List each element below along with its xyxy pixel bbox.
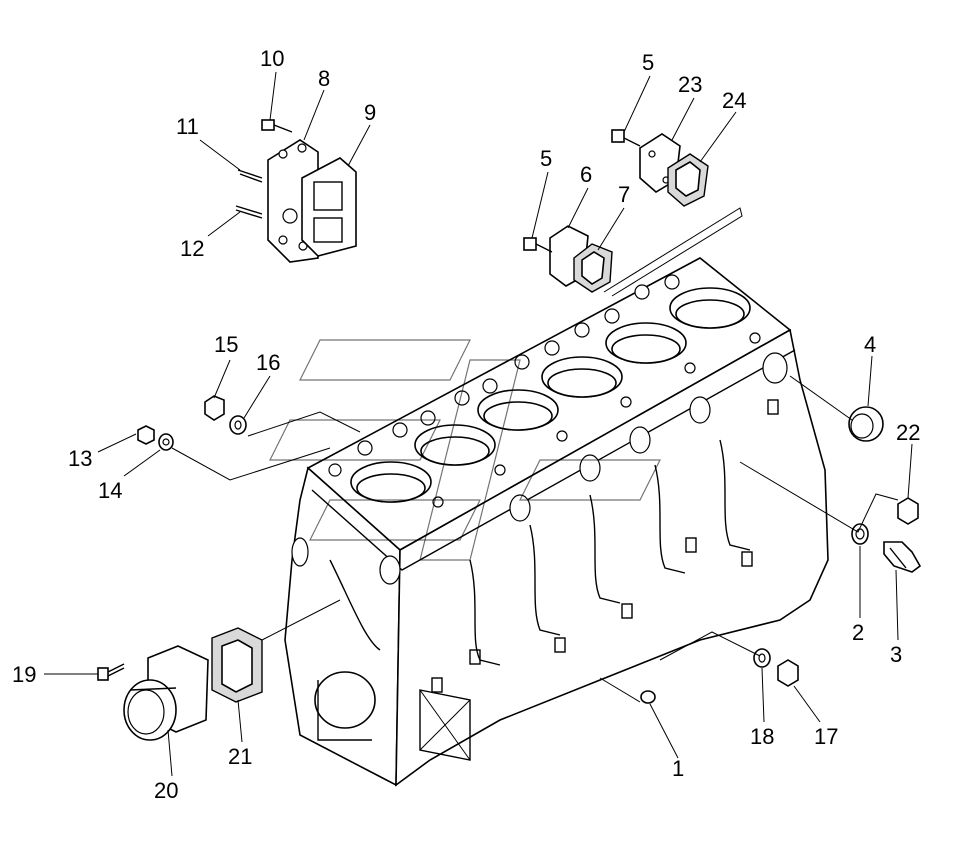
gasket-7 [573, 243, 613, 293]
seal-ring-4 [848, 406, 884, 442]
plug-17 [777, 659, 799, 687]
washer-2 [851, 523, 869, 545]
callout-5-top: 5 [642, 50, 654, 75]
callout-23: 23 [678, 72, 702, 97]
callout-7: 7 [618, 182, 630, 207]
callout-9: 9 [364, 100, 376, 125]
stud-11 [237, 169, 263, 183]
callout-22: 22 [896, 420, 920, 445]
callout-24: 24 [722, 88, 746, 113]
plug-13 [137, 425, 155, 445]
callout-15: 15 [214, 332, 238, 357]
cylinder-block [284, 257, 829, 787]
callout-6: 6 [580, 162, 592, 187]
gasket-21 [211, 627, 263, 703]
plug-15 [204, 395, 225, 421]
washer-18 [753, 648, 771, 668]
callout-4: 4 [864, 332, 876, 357]
callout-1: 1 [672, 756, 684, 781]
callout-21: 21 [228, 744, 252, 769]
plug-1 [640, 690, 656, 704]
plug-22 [897, 497, 919, 525]
callout-12: 12 [180, 236, 204, 261]
callout-labels: 1 2 3 4 5 5 6 7 8 9 10 11 12 13 14 15 16… [12, 46, 920, 803]
callout-13: 13 [68, 446, 92, 471]
fitting-3 [883, 541, 922, 573]
callout-16: 16 [256, 350, 280, 375]
cover-gasket [301, 157, 357, 257]
callout-17: 17 [814, 724, 838, 749]
callout-8: 8 [318, 66, 330, 91]
bolt-10 [261, 119, 293, 133]
water-inlet-20 [123, 645, 209, 741]
gasket-24 [667, 153, 709, 207]
callout-19: 19 [12, 662, 36, 687]
leader-lines [44, 71, 913, 777]
washer-16 [229, 415, 247, 435]
watermark-logo [269, 339, 661, 561]
stud-12 [235, 205, 263, 219]
callout-18: 18 [750, 724, 774, 749]
callout-10: 10 [260, 46, 284, 71]
callout-20: 20 [154, 778, 178, 803]
callout-14: 14 [98, 478, 122, 503]
bolt-5-mid [523, 237, 553, 253]
bolt-19 [97, 663, 125, 681]
bolt-5-top [611, 129, 641, 147]
washer-14 [158, 433, 174, 451]
callout-11: 11 [176, 114, 199, 139]
callout-5-mid: 5 [540, 146, 552, 171]
callout-3: 3 [890, 642, 902, 667]
callout-2: 2 [852, 620, 864, 645]
